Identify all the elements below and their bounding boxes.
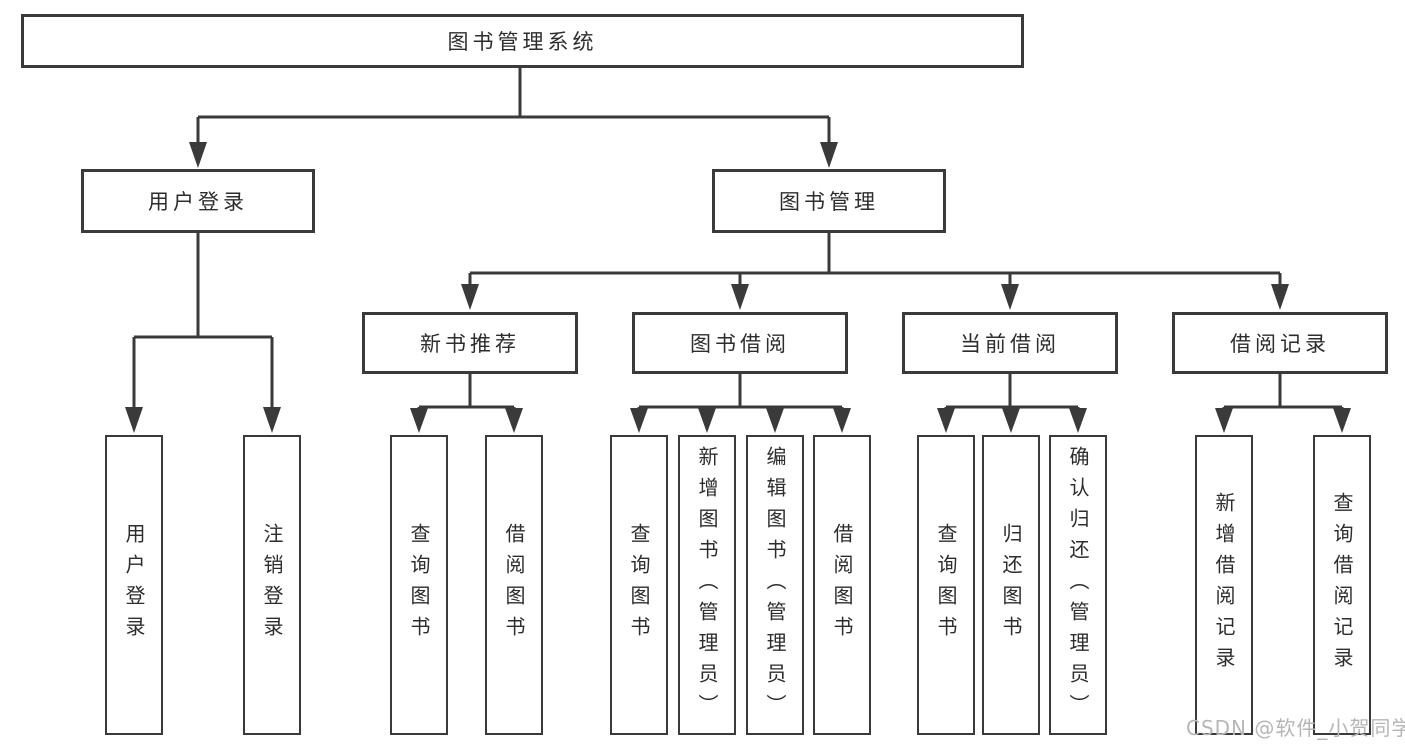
arrow-down-icon (461, 284, 479, 310)
node-borrowing-records: 借阅记录 (1172, 312, 1388, 374)
connector-book-borrowing-split (637, 374, 844, 412)
leaf-query-books-borrowing: 查询图书 (610, 435, 668, 735)
leaf-borrow-books-borrowing: 借阅图书 (813, 435, 871, 735)
node-user-login: 用户登录 (81, 169, 315, 233)
connector-root-to-level2 (196, 68, 831, 146)
leaf-label: 查询图书 (627, 523, 651, 647)
leaf-label: 归还图书 (999, 523, 1023, 647)
leaf-label: 新增借阅记录 (1212, 492, 1236, 678)
node-label: 图书管理 (779, 190, 879, 214)
node-label: 图书借阅 (690, 332, 790, 356)
arrow-down-icon (1271, 284, 1289, 310)
arrow-down-icon (698, 408, 716, 433)
node-book-management: 图书管理 (712, 169, 946, 233)
arrow-down-icon (766, 408, 784, 433)
leaf-add-borrow-record: 新增借阅记录 (1195, 435, 1253, 735)
leaf-user-login: 用户登录 (105, 435, 163, 735)
arrow-down-icon (833, 408, 851, 433)
leaf-return-books: 归还图书 (982, 435, 1040, 735)
node-label: 新书推荐 (420, 332, 520, 356)
connector-user-login-split (132, 233, 274, 410)
leaf-label: 借阅图书 (830, 523, 854, 647)
arrow-down-icon (263, 407, 281, 433)
node-library-management-system: 图书管理系统 (21, 14, 1024, 68)
arrow-down-icon (1333, 408, 1351, 433)
arrow-down-icon (820, 142, 838, 168)
leaf-label: 查询借阅记录 (1330, 492, 1354, 678)
leaf-label: 确认归还（管理员） (1066, 445, 1090, 725)
connector-book-management-split (468, 233, 1282, 287)
node-label: 借阅记录 (1230, 332, 1330, 356)
leaf-query-books-current: 查询图书 (917, 435, 975, 735)
watermark: CSDN @软件_小贺同学 (1186, 716, 1405, 740)
leaf-logout: 注销登录 (243, 435, 301, 735)
leaf-label: 借阅图书 (502, 523, 526, 647)
connector-new-book-recommendation-split (417, 374, 516, 412)
leaf-label: 编辑图书（管理员） (763, 445, 787, 725)
arrow-down-icon (937, 408, 955, 433)
leaf-label: 新增图书（管理员） (695, 445, 719, 725)
leaf-query-books-recommend: 查询图书 (390, 435, 448, 735)
leaf-label: 注销登录 (260, 523, 284, 647)
leaf-query-borrow-record: 查询借阅记录 (1313, 435, 1371, 735)
leaf-add-book-admin: 新增图书（管理员） (678, 435, 736, 735)
arrow-down-icon (410, 408, 428, 433)
arrow-down-icon (630, 408, 648, 433)
node-book-borrowing: 图书借阅 (632, 312, 848, 374)
node-current-borrowing: 当前借阅 (902, 312, 1118, 374)
connector-current-borrowing-split (944, 374, 1080, 412)
leaf-label: 查询图书 (407, 523, 431, 647)
leaf-edit-book-admin: 编辑图书（管理员） (746, 435, 804, 735)
node-label: 当前借阅 (960, 332, 1060, 356)
leaf-confirm-return-admin: 确认归还（管理员） (1049, 435, 1107, 735)
node-label: 图书管理系统 (447, 30, 598, 54)
arrow-down-icon (731, 284, 749, 310)
node-label: 用户登录 (148, 190, 248, 214)
arrow-down-icon (1069, 408, 1087, 433)
leaf-borrow-books-recommend: 借阅图书 (485, 435, 543, 735)
leaf-label: 查询图书 (934, 523, 958, 647)
arrow-down-icon (1215, 408, 1233, 433)
arrow-down-icon (189, 142, 207, 168)
arrow-down-icon (1001, 284, 1019, 310)
leaf-label: 用户登录 (122, 523, 146, 647)
arrow-down-icon (505, 408, 523, 433)
node-new-book-recommendation: 新书推荐 (362, 312, 578, 374)
arrow-down-icon (125, 407, 143, 433)
arrow-down-icon (1002, 408, 1020, 433)
connector-borrowing-records-split (1222, 374, 1344, 412)
